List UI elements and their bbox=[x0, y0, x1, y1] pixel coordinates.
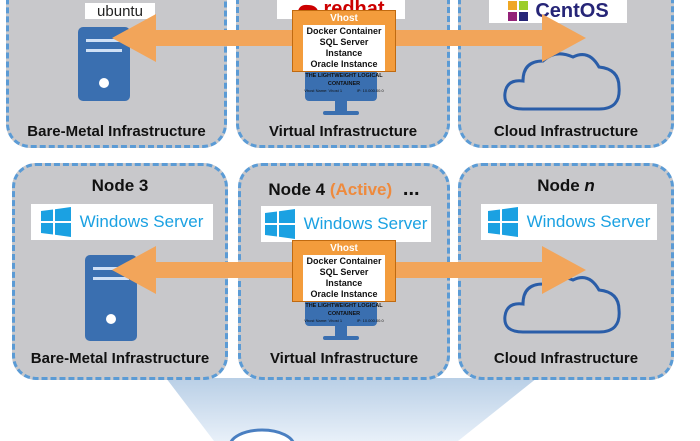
vhost-name: Vhost Name: Vhost 1 bbox=[304, 318, 343, 323]
vhost-item: Docker Container bbox=[306, 26, 382, 36]
vhost-tagline: THE LIGHTWEIGHT LOGICAL CONTAINER bbox=[305, 73, 383, 87]
vhost-item: Oracle Instance bbox=[310, 59, 378, 69]
infra-label: Virtual Infrastructure bbox=[269, 350, 419, 367]
vhost-card-top: Vhost Docker Container SQL Server Instan… bbox=[292, 10, 396, 93]
infra-label: Bare-Metal Infrastructure bbox=[27, 123, 206, 140]
node-cloud-top: CentOS Cloud Infrastructure bbox=[458, 0, 674, 148]
server-icon bbox=[78, 27, 130, 101]
vhost-title: Vhost bbox=[330, 243, 358, 254]
more-ellipsis: ... bbox=[402, 178, 420, 200]
vhost-ip: IP: 10.000.00.0 bbox=[356, 88, 384, 93]
infra-label: Bare-Metal Infrastructure bbox=[30, 350, 210, 367]
windows-icon bbox=[264, 209, 295, 239]
vhost-card-bottom: Vhost Docker Container SQL Server Instan… bbox=[292, 240, 396, 323]
vhost-item: Oracle Instance bbox=[310, 289, 378, 299]
vhost-item: Docker Container bbox=[306, 256, 382, 266]
vhost-item: SQL Server Instance bbox=[319, 267, 369, 288]
infra-label: Cloud Infrastructure bbox=[493, 350, 639, 367]
node-1-bare-metal: ubuntu Bare-Metal Infrastructure bbox=[6, 0, 227, 148]
vhost-tagline: THE LIGHTWEIGHT LOGICAL CONTAINER bbox=[305, 303, 383, 317]
monitor-icon bbox=[305, 69, 377, 115]
infra-label: Cloud Infrastructure bbox=[493, 123, 639, 140]
windows-server-logo: Windows Server bbox=[31, 204, 213, 240]
vhost-ip: IP: 10.000.00.0 bbox=[356, 318, 384, 323]
vhost-item: SQL Server Instance bbox=[319, 37, 369, 58]
node-title: Node 4 (Active) ... bbox=[268, 178, 420, 200]
node-title: Node 3 bbox=[91, 176, 149, 195]
node-title: Node n bbox=[537, 176, 595, 195]
ubuntu-logo: ubuntu bbox=[85, 3, 155, 20]
infra-label: Virtual Infrastructure bbox=[268, 123, 418, 140]
vhost-title: Vhost bbox=[330, 13, 358, 24]
centos-logo: CentOS bbox=[489, 0, 627, 23]
windows-server-logo: Windows Server bbox=[261, 206, 431, 242]
windows-server-logo: Windows Server bbox=[481, 204, 657, 240]
storage-disk-icon bbox=[229, 428, 295, 441]
monitor-icon bbox=[305, 296, 377, 340]
cloud-icon bbox=[503, 52, 621, 111]
vhost-name: Vhost Name: Vhost 1 bbox=[304, 88, 343, 93]
centos-emblem-icon bbox=[508, 1, 529, 21]
active-status: (Active) bbox=[329, 180, 393, 199]
windows-icon bbox=[40, 207, 71, 237]
windows-icon bbox=[487, 207, 518, 237]
